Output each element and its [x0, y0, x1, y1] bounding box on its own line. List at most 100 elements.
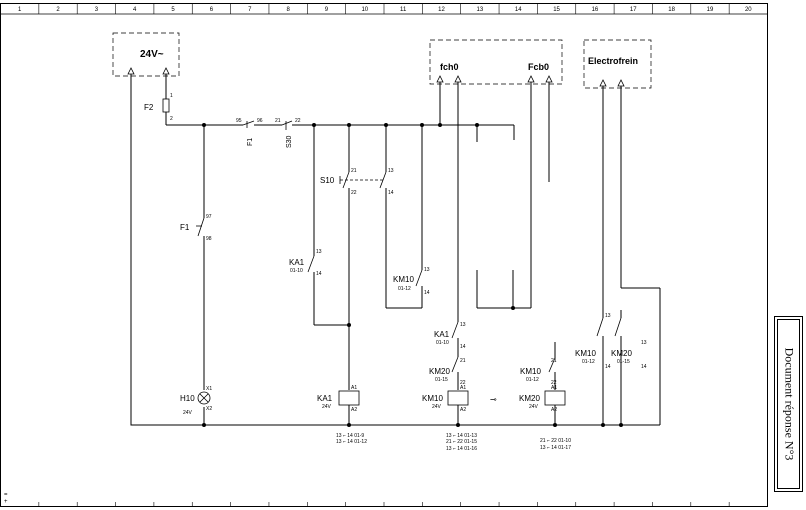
ka1-contact2-icon	[451, 321, 459, 339]
ka1-coil-icon	[338, 390, 360, 406]
h10-t1: X1	[206, 386, 212, 392]
column-number: 13	[477, 7, 484, 13]
column-number: 1	[18, 7, 22, 13]
km10-brake-contact-icon	[596, 317, 604, 337]
column-number: 17	[630, 7, 637, 13]
fcb-label: Fcb0	[528, 62, 549, 72]
km10-contact-ref: 01-12	[398, 286, 411, 292]
km20-nc-icon	[451, 356, 459, 373]
column-number: 6	[210, 7, 214, 13]
fch-label: fch0	[440, 62, 459, 72]
column-number: 14	[515, 7, 522, 13]
xref-km10-3: 13 ⌐ 14 01-16	[446, 446, 477, 452]
f2-term2: 2	[170, 116, 173, 122]
s10-label: S10	[320, 176, 335, 185]
terminal-5	[527, 75, 535, 83]
f1-aux-icon	[196, 217, 205, 237]
document-reference-label: Document réponse N°3	[782, 347, 796, 461]
km20-brake-contact-icon	[614, 317, 622, 337]
h10-label: H10	[180, 394, 195, 403]
ka1-coil-a1: A1	[351, 385, 357, 391]
km10-coil-a2: A2	[460, 407, 466, 413]
km10-brake-t2: 14	[605, 364, 611, 370]
km20-brake-label: KM20	[611, 349, 632, 358]
km20-coil-a1: A1	[551, 385, 557, 391]
km20-coil-volt: 24V	[529, 404, 539, 410]
km10-contact2-t2: 22	[551, 380, 557, 386]
h10-volt: 24V	[183, 410, 193, 416]
km10-contact2-t1: 21	[551, 358, 557, 364]
xref-ka1-2: 13 ⌐ 14 01-12	[336, 439, 367, 445]
terminal-1	[127, 67, 135, 75]
column-number: 15	[553, 7, 560, 13]
f1-overload-nc-icon	[242, 120, 255, 128]
terminal-2	[162, 67, 170, 75]
s10-nc2: 22	[351, 190, 357, 196]
f2-term1: 1	[170, 93, 173, 99]
km10-contact-icon	[415, 269, 423, 287]
ka1-contact-t1: 13	[316, 249, 322, 255]
km20-coil-icon	[544, 390, 566, 406]
column-number: 10	[361, 7, 368, 13]
terminal-4	[454, 75, 462, 83]
km10-contact-t1: 13	[424, 267, 430, 273]
km20-contact-t1: 21	[460, 358, 466, 364]
s10-no2: 14	[388, 190, 394, 196]
km20-brake-t2: 14	[641, 364, 647, 370]
ka1-contact-ref: 01-10	[290, 268, 303, 274]
h10-lamp-icon	[197, 391, 211, 405]
column-number: 11	[400, 7, 407, 13]
column-number: 19	[707, 7, 714, 13]
corner-mark-2: +	[4, 499, 8, 505]
xref-km10-2: 21 ⌐ 22 01-15	[446, 439, 477, 445]
column-number: 9	[325, 7, 329, 13]
column-number: 12	[438, 7, 445, 13]
sheet-border	[0, 3, 768, 507]
s10-button-icon	[339, 171, 387, 189]
km10-brake-ref: 01-12	[582, 359, 595, 365]
document-reference-box: Document réponse N°3	[774, 316, 803, 492]
s30-label: S30	[286, 135, 293, 148]
ka1-contact-t2: 14	[316, 271, 322, 277]
km20-brake-t1: 13	[641, 340, 647, 346]
s30-stop-icon	[281, 120, 293, 130]
km10-coil-icon	[447, 390, 469, 406]
column-number: 2	[56, 7, 60, 13]
km10-contact2-label: KM10	[520, 367, 541, 376]
column-number: 4	[133, 7, 137, 13]
xref-ka1-1: 13 ⌐ 14 01-9	[336, 433, 364, 439]
xref-km20-2: 13 ⌐ 14 01-17	[540, 445, 571, 451]
ka1-contact2-ref: 01-10	[436, 340, 449, 346]
brake-box	[583, 39, 652, 89]
ka1-coil-volt: 24V	[322, 404, 332, 410]
km20-contact-label: KM20	[429, 367, 450, 376]
column-number: 16	[592, 7, 599, 13]
supply-box	[112, 32, 180, 77]
s30-t2: 22	[295, 118, 301, 124]
ka1-coil-label: KA1	[317, 394, 333, 403]
km10-coil-volt: 24V	[432, 404, 442, 410]
limit-switch-box	[429, 39, 563, 85]
km10-brake-label: KM10	[575, 349, 596, 358]
column-number: 5	[171, 7, 175, 13]
km20-coil-label: KM20	[519, 394, 540, 403]
corner-mark: =	[4, 492, 8, 498]
ka1-coil-a2: A2	[351, 407, 357, 413]
f1-mid-t1: 97	[206, 214, 212, 220]
column-number: 8	[286, 7, 290, 13]
f1-top-label: F1	[247, 138, 254, 146]
f1-mid-t2: 98	[206, 236, 212, 242]
column-number: 20	[745, 7, 752, 13]
km10-brake-t1: 13	[605, 313, 611, 319]
s10-nc1: 21	[351, 168, 357, 174]
column-number: 7	[248, 7, 252, 13]
km10-coil-a1: A1	[460, 385, 466, 391]
h10-t2: X2	[206, 406, 212, 412]
f1-mid-label: F1	[180, 223, 190, 232]
junctions	[202, 123, 623, 427]
terminal-3	[436, 75, 444, 83]
f1-top-t2: 96	[257, 118, 263, 124]
column-number: 3	[95, 7, 99, 13]
